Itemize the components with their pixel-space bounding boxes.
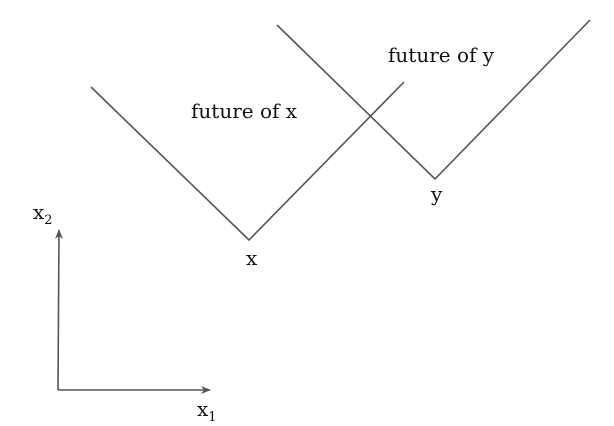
x1-axis-label: x1 bbox=[197, 397, 217, 425]
x2-axis-label: x2 bbox=[33, 200, 53, 228]
future-of-x-label: future of x bbox=[191, 99, 298, 123]
x2-axis bbox=[54, 229, 63, 391]
point-x-label: x bbox=[246, 246, 258, 270]
future-cone-y bbox=[276, 19, 591, 181]
future-cone-x bbox=[90, 81, 405, 242]
future-of-y-label: future of y bbox=[388, 43, 495, 67]
point-y-label: y bbox=[430, 182, 443, 206]
